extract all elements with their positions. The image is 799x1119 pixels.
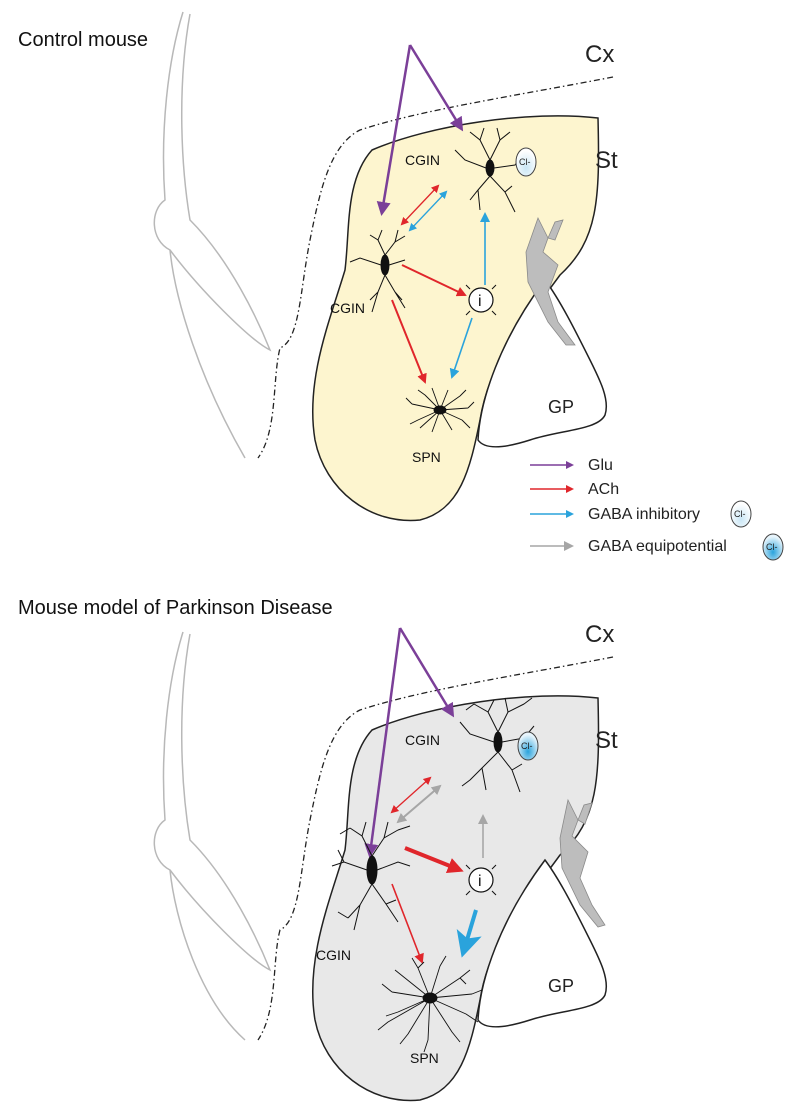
panel-title: Mouse model of Parkinson Disease — [18, 597, 333, 619]
spn-neuron — [377, 955, 483, 1053]
legend-ach-label: ACh — [588, 481, 619, 498]
gaba-bidirectional-arrow — [408, 190, 448, 232]
spn-neuron — [405, 387, 475, 433]
panel-title: Control mouse — [18, 29, 148, 51]
chloride-ion-icon — [730, 500, 752, 528]
chloride-ion-icon — [517, 731, 539, 761]
cgin-left-label: CGIN — [330, 300, 365, 316]
panel-control: Control mouse Cx St GP CGIN Cl- — [18, 11, 618, 522]
globus-pallidus — [477, 278, 607, 448]
gaba-arrow-to-spn-strong — [456, 909, 482, 958]
cortex-boundary — [257, 76, 614, 459]
chloride-ion-label: Cl- — [521, 741, 533, 751]
cgin-top-label: CGIN — [405, 152, 440, 168]
gp-label: GP — [548, 397, 574, 417]
legend-ion-label: Cl- — [766, 542, 778, 552]
striatum — [311, 115, 600, 522]
spn-label: SPN — [412, 449, 441, 465]
gaba-arrow-to-spn — [449, 317, 473, 379]
cgin-left-neuron — [331, 821, 411, 931]
cortex-label: Cx — [585, 41, 614, 68]
chloride-ion-label: Cl- — [519, 157, 531, 167]
interneuron-label: i — [478, 873, 482, 890]
ach-arrow-to-spn — [391, 299, 427, 384]
gp-neuron — [525, 216, 576, 346]
legend-glu-label: Glu — [588, 457, 613, 474]
gaba-equipotential-bidirectional-arrow — [396, 784, 442, 824]
ach-arrow-to-interneuron — [401, 264, 467, 297]
legend-gaba-equipotential-label: GABA equipotential — [588, 538, 727, 555]
ach-arrow-to-spn — [391, 883, 424, 964]
gp-label: GP — [548, 976, 574, 996]
cortex-label: Cx — [585, 621, 614, 648]
legend-ion-label: Cl- — [734, 509, 746, 519]
brain-section-outline — [169, 869, 246, 1041]
striatum-label: St — [595, 147, 618, 174]
glu-arrow-to-cgin-top — [408, 44, 464, 132]
glu-arrow-to-cgin-left — [376, 44, 412, 216]
glu-arrow-to-cgin-top — [398, 627, 455, 718]
cgin-top-label: CGIN — [405, 732, 440, 748]
striatum — [311, 695, 600, 1102]
cgin-left-neuron — [349, 229, 406, 313]
legend: Glu ACh GABA inhibitory Cl- GABA equipot… — [530, 457, 784, 561]
brain-section-outline — [153, 631, 272, 972]
spn-label: SPN — [410, 1050, 439, 1066]
interneuron-label: i — [478, 293, 482, 310]
chloride-ion-icon — [762, 533, 784, 561]
striatum-label: St — [595, 727, 618, 754]
globus-pallidus — [477, 858, 607, 1028]
brain-section-outline — [169, 249, 246, 459]
ach-arrow-to-interneuron-strong — [404, 846, 464, 873]
interneuron: i — [465, 864, 497, 896]
brain-section-outline — [153, 11, 272, 352]
legend-gaba-inhibitory-label: GABA inhibitory — [588, 506, 700, 523]
cgin-left-label: CGIN — [316, 947, 351, 963]
cgin-top-neuron — [459, 697, 535, 793]
panel-parkinson: Mouse model of Parkinson Disease Cx St G… — [18, 597, 618, 1102]
interneuron: i — [465, 284, 497, 316]
cortex-boundary — [257, 656, 614, 1041]
chloride-ion-icon — [515, 147, 537, 177]
gp-neuron — [559, 798, 606, 928]
cgin-top-neuron — [454, 127, 523, 213]
glu-arrow-to-cgin-left — [364, 627, 402, 858]
